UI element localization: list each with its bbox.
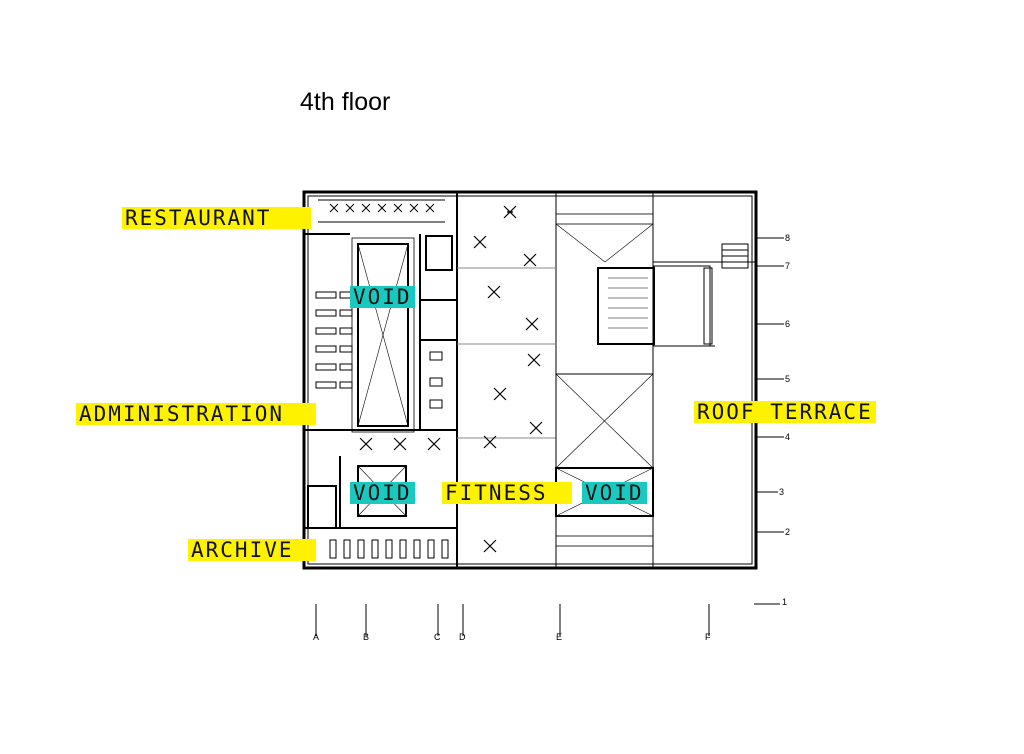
svg-text:C: C — [434, 632, 441, 642]
label-administration-text: ADMINISTRATION — [79, 402, 285, 426]
label-roof-terrace-text: ROOF TERRACE — [697, 400, 873, 424]
administration-desks — [315, 291, 443, 409]
terrace-stair — [721, 243, 749, 269]
label-void-right: VOID — [582, 482, 647, 504]
label-void-upper-text: VOID — [353, 285, 412, 309]
label-void-right-text: VOID — [585, 481, 644, 505]
column-labels: A B C D E F — [313, 632, 711, 642]
void-atrium — [351, 237, 415, 433]
archive-shelves — [329, 539, 449, 559]
label-fitness: FITNESS — [442, 482, 572, 504]
svg-text:E: E — [556, 632, 562, 642]
svg-text:7: 7 — [785, 261, 790, 271]
building-outline — [302, 190, 758, 570]
column-markers — [315, 604, 710, 636]
label-void-upper: VOID — [350, 286, 415, 308]
svg-text:D: D — [459, 632, 466, 642]
row-labels: 8 7 6 5 4 3 2 1 — [779, 233, 790, 607]
label-restaurant: RESTAURANT — [122, 206, 312, 230]
structural-lines — [456, 192, 756, 568]
svg-text:8: 8 — [785, 233, 790, 243]
label-archive-text: ARCHIVE — [191, 538, 294, 562]
restaurant-tables — [318, 199, 445, 223]
label-fitness-text: FITNESS — [445, 481, 548, 505]
label-void-lower: VOID — [350, 482, 415, 504]
label-void-lower-text: VOID — [353, 481, 412, 505]
restaurant-seating — [329, 203, 435, 213]
auditorium-seating — [597, 265, 713, 347]
row-markers — [754, 237, 784, 605]
svg-text:1: 1 — [782, 597, 787, 607]
svg-text:4: 4 — [785, 432, 790, 442]
void-ramp — [555, 213, 654, 547]
label-restaurant-text: RESTAURANT — [125, 206, 272, 230]
interior-walls — [304, 233, 457, 529]
label-roof-terrace: ROOF TERRACE — [694, 401, 876, 423]
svg-text:5: 5 — [785, 374, 790, 384]
svg-text:A: A — [313, 632, 319, 642]
label-administration: ADMINISTRATION — [76, 402, 317, 426]
fitness-equipment — [359, 205, 543, 553]
svg-text:B: B — [363, 632, 369, 642]
svg-text:3: 3 — [779, 487, 784, 497]
svg-text:2: 2 — [785, 527, 790, 537]
svg-text:F: F — [705, 632, 711, 642]
page-title: 4th floor — [300, 88, 391, 116]
svg-text:6: 6 — [785, 319, 790, 329]
label-archive: ARCHIVE — [188, 539, 316, 561]
